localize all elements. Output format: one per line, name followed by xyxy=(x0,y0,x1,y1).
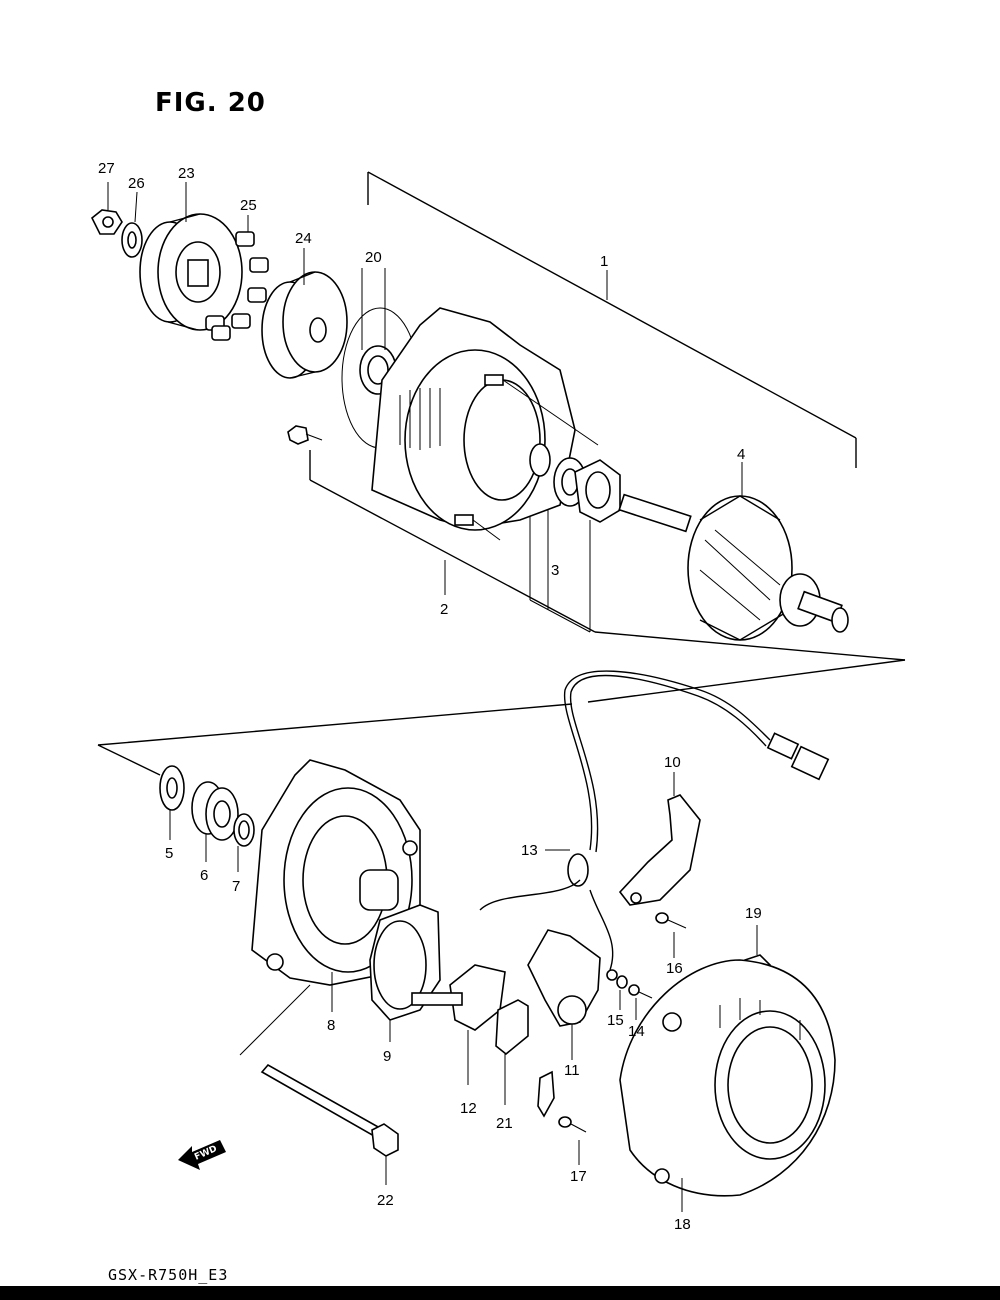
callout-25: 25 xyxy=(240,197,257,214)
fwd-arrow-icon: FWD xyxy=(178,1140,226,1170)
dampers-25 xyxy=(205,215,269,341)
callout-7: 7 xyxy=(232,878,240,895)
callout-16: 16 xyxy=(666,960,683,977)
washer-15 xyxy=(616,975,628,1010)
callout-4: 4 xyxy=(737,446,745,463)
washer-5 xyxy=(159,765,185,840)
bolt-2a xyxy=(287,425,323,445)
callout-2: 2 xyxy=(440,601,448,618)
bearing-6 xyxy=(191,781,239,862)
rotor-4 xyxy=(618,462,849,641)
callout-6: 6 xyxy=(200,867,208,884)
callout-19: 19 xyxy=(745,905,762,922)
stator-9 xyxy=(369,904,441,1042)
housing-2 xyxy=(371,307,599,541)
callout-13: 13 xyxy=(521,842,538,859)
model-code: GSX-R750H_E3 xyxy=(108,1266,229,1284)
callout-10: 10 xyxy=(664,754,681,771)
callout-18: 18 xyxy=(674,1216,691,1233)
callout-8: 8 xyxy=(327,1017,335,1034)
rectifier-21 xyxy=(495,999,529,1105)
drive-hub-23 xyxy=(139,182,243,331)
callout-11: 11 xyxy=(564,1062,580,1079)
washer-26 xyxy=(121,191,143,258)
pulley-24 xyxy=(261,248,348,379)
callout-labels: 1 2 3 4 5 6 7 8 9 10 11 12 13 14 15 16 1… xyxy=(98,160,762,1233)
callout-21: 21 xyxy=(496,1115,513,1132)
callout-22: 22 xyxy=(377,1192,394,1209)
screw-17 xyxy=(558,1116,587,1165)
callout-5: 5 xyxy=(165,845,173,862)
assembly-bracket-1 xyxy=(367,171,857,468)
brush-holder-12 xyxy=(411,964,506,1085)
callout-3: 3 xyxy=(551,562,559,579)
callout-14: 14 xyxy=(628,1023,645,1040)
figure-title: FIG. 20 xyxy=(155,88,266,118)
retainer-plate xyxy=(574,459,621,523)
harness-13 xyxy=(479,670,830,981)
callout-23: 23 xyxy=(178,165,195,182)
terminal-clip xyxy=(537,1070,555,1118)
callout-17: 17 xyxy=(570,1168,587,1185)
callout-12: 12 xyxy=(460,1100,477,1117)
screw-16 xyxy=(655,912,687,958)
callout-24: 24 xyxy=(295,230,312,247)
callout-26: 26 xyxy=(128,175,145,192)
callout-9: 9 xyxy=(383,1048,391,1065)
bottom-border xyxy=(0,1286,1000,1300)
screw-14 xyxy=(628,984,653,1020)
regulator-11 xyxy=(527,929,601,1060)
callout-1: 1 xyxy=(600,253,608,270)
bracket-10 xyxy=(618,772,701,906)
callout-20: 20 xyxy=(365,249,382,266)
through-bolt-22 xyxy=(239,984,399,1185)
cover-18 xyxy=(619,959,836,1212)
assembly-bracket-lower xyxy=(97,430,906,776)
nut-27 xyxy=(90,182,123,235)
callout-27: 27 xyxy=(98,160,115,177)
callout-15: 15 xyxy=(607,1012,624,1029)
seal-7 xyxy=(233,813,255,872)
